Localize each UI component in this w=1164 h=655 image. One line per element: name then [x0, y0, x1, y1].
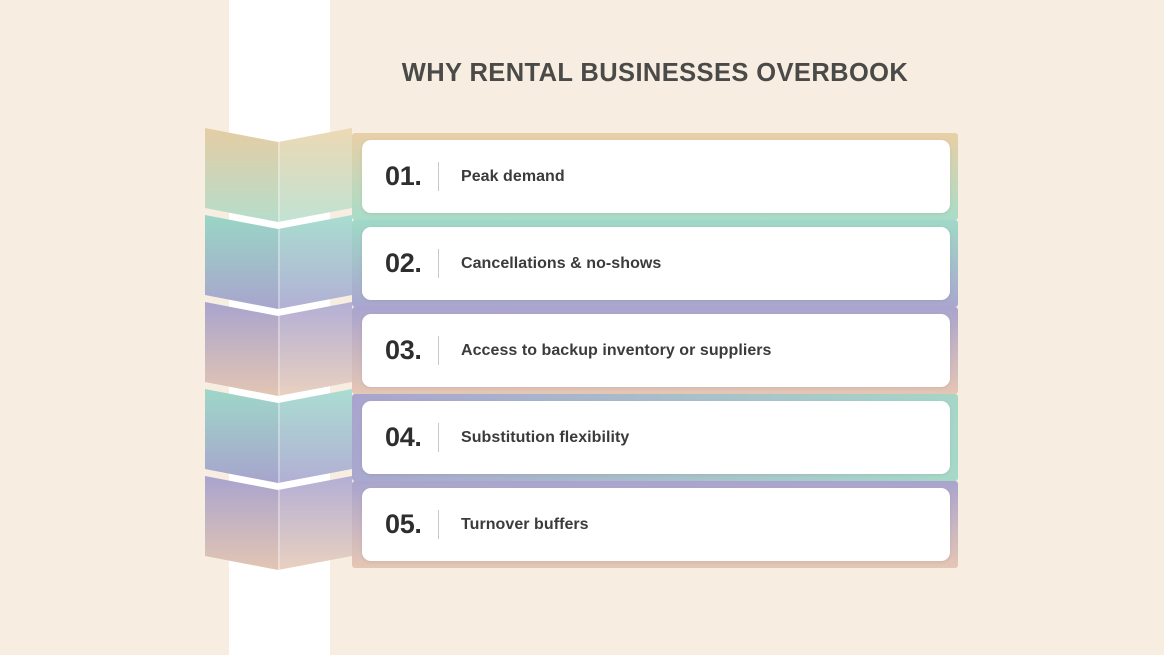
item-number: 05. [385, 509, 422, 539]
list-item[interactable]: 04. Substitution flexibility [0, 389, 1164, 483]
stacked-cube-block [205, 128, 352, 222]
item-divider [438, 336, 439, 365]
item-card[interactable]: 05. Turnover buffers [362, 488, 950, 561]
item-label: Peak demand [461, 167, 565, 185]
item-divider [438, 423, 439, 452]
item-divider [438, 510, 439, 539]
stacked-cube-block [205, 215, 352, 309]
item-number: 04. [385, 422, 422, 452]
item-number: 02. [385, 248, 422, 278]
item-label: Substitution flexibility [461, 428, 630, 446]
item-divider [438, 162, 439, 191]
page-title: WHY RENTAL BUSINESSES OVERBOOK [401, 59, 909, 87]
item-card[interactable]: 01. Peak demand [362, 140, 950, 213]
stacked-cube-block [205, 302, 352, 396]
item-label: Access to backup inventory or suppliers [461, 341, 772, 359]
item-number: 01. [385, 161, 422, 191]
stacked-cube-block [205, 389, 352, 483]
item-card[interactable]: 02. Cancellations & no-shows [362, 227, 950, 300]
item-number: 03. [385, 335, 422, 365]
item-card[interactable]: 04. Substitution flexibility [362, 401, 950, 474]
list-item[interactable]: 01. Peak demand [0, 128, 1164, 222]
item-divider [438, 249, 439, 278]
list-item[interactable]: 03. Access to backup inventory or supplie… [0, 302, 1164, 396]
item-label: Turnover buffers [461, 515, 589, 533]
list-item[interactable]: 02. Cancellations & no-shows [0, 215, 1164, 309]
item-label: Cancellations & no-shows [461, 254, 662, 272]
item-card[interactable]: 03. Access to backup inventory or supplie… [362, 314, 950, 387]
list-item[interactable]: 05. Turnover buffers [0, 476, 1164, 570]
stacked-cube-block [205, 476, 352, 570]
